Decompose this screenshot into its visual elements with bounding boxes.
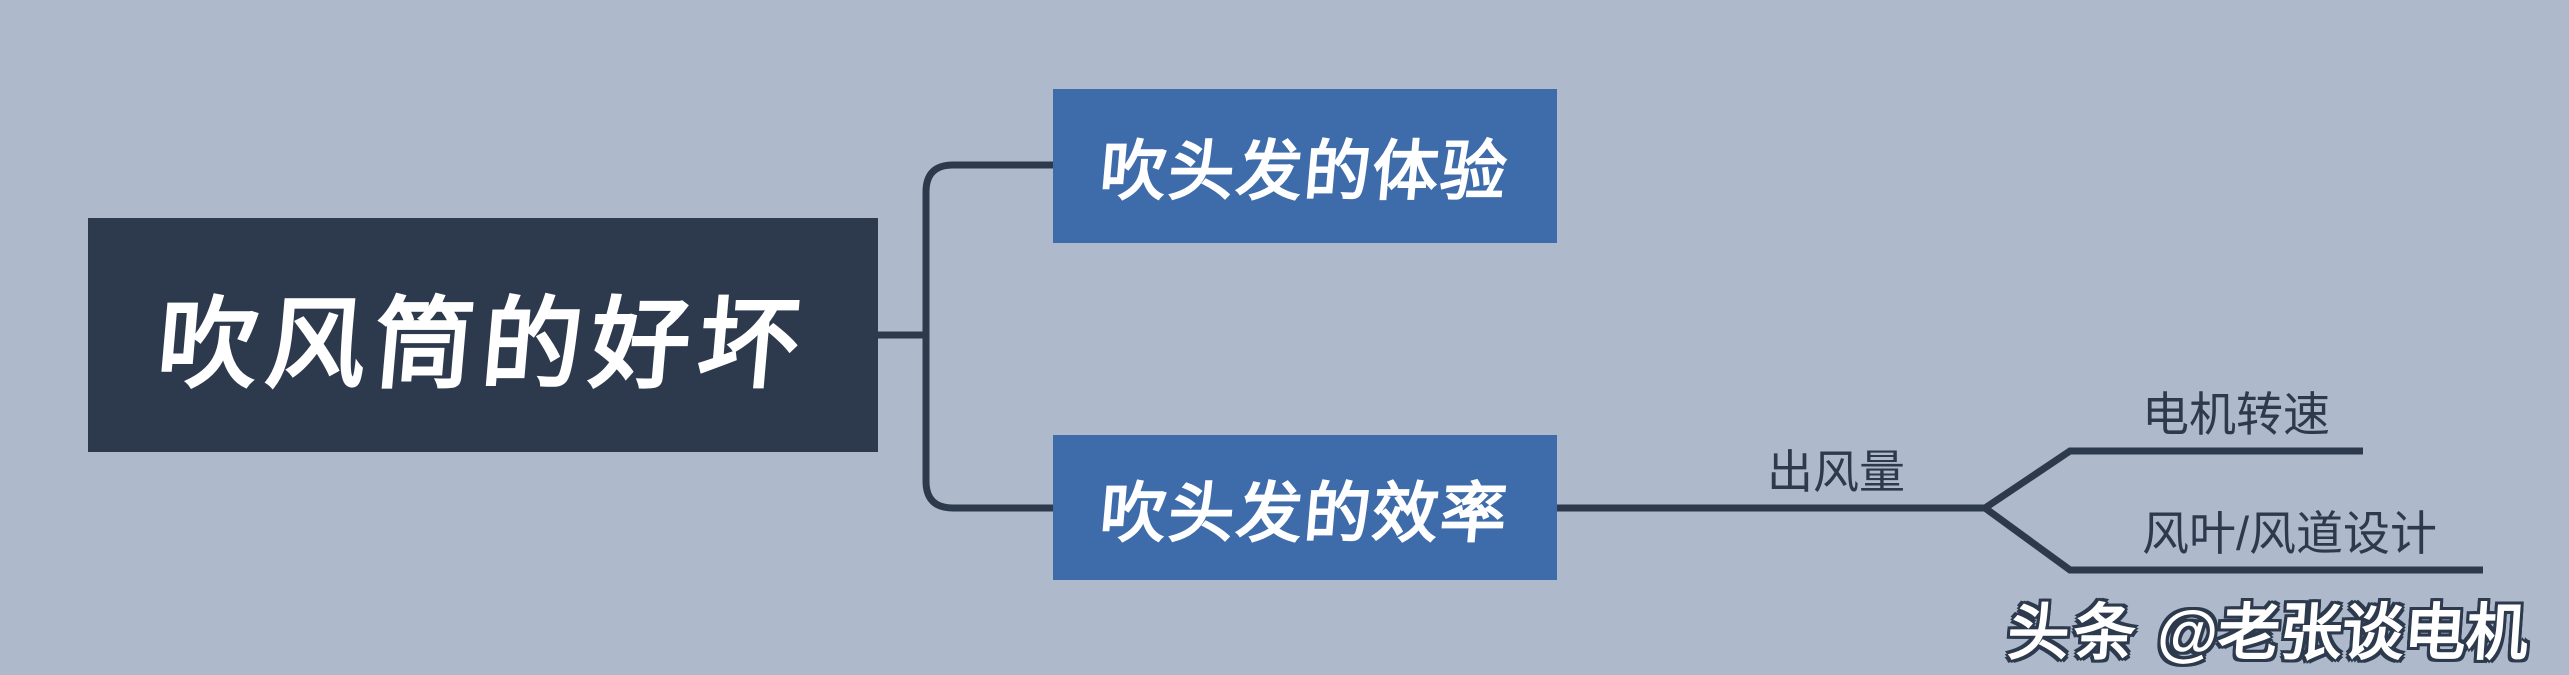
node-airflow[interactable]: 出风量 [1767, 436, 1905, 502]
node-motor-speed-label: 电机转速 [2142, 388, 2330, 441]
node-experience-label: 吹头发的体验 [1097, 134, 1512, 208]
bracket-line [922, 161, 1053, 512]
watermark-handle: @老张谈电机 [2155, 599, 2531, 668]
fan-branch-line [1982, 505, 2483, 574]
node-airflow-label: 出风量 [1767, 446, 1905, 498]
root-node[interactable]: 吹风筒的好坏 [88, 218, 878, 452]
node-efficiency-label: 吹头发的效率 [1097, 475, 1512, 550]
node-experience[interactable]: 吹头发的体验 [1053, 89, 1557, 243]
node-efficiency[interactable]: 吹头发的效率 [1053, 435, 1557, 580]
airflow-branch-line [1557, 447, 2363, 512]
node-motor-speed[interactable]: 电机转速 [2142, 376, 2330, 445]
node-fan-duct-design[interactable]: 风叶/风道设计 [2142, 495, 2437, 564]
node-fan-duct-design-label: 风叶/风道设计 [2142, 507, 2438, 560]
root-node-label: 吹风筒的好坏 [153, 288, 812, 401]
watermark-platform: 头条 [2005, 599, 2142, 668]
watermark: 头条@老张谈电机 [2005, 582, 2532, 672]
